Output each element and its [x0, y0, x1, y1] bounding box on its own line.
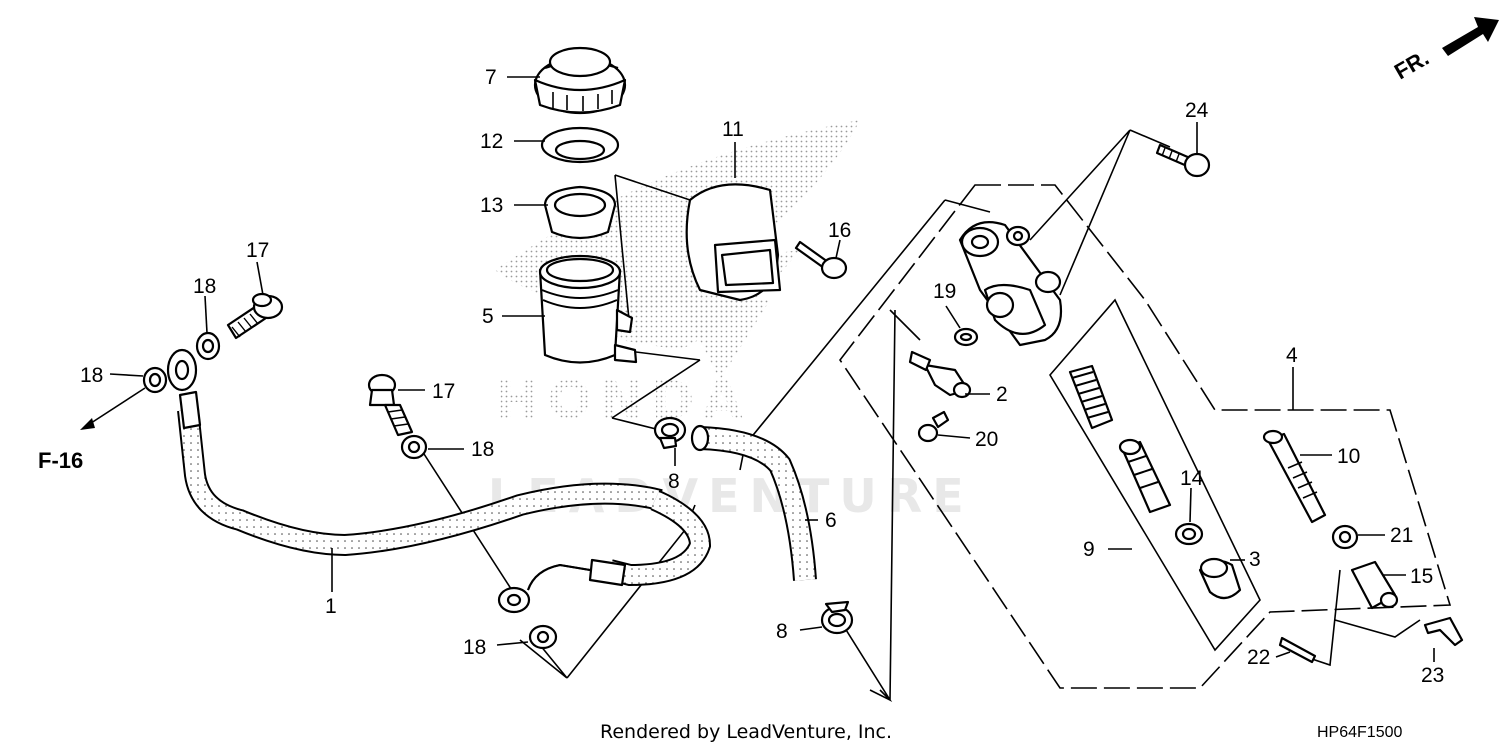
callout-11[interactable]: 11	[722, 118, 744, 141]
diaphragm-part[interactable]	[543, 185, 617, 240]
callout-24[interactable]: 24	[1185, 99, 1209, 122]
sealing-washer-a-part[interactable]	[195, 331, 221, 361]
hose-clip-lower-part[interactable]	[820, 600, 854, 635]
piston-part[interactable]	[1118, 438, 1172, 514]
master-cylinder-body-part[interactable]	[958, 221, 1063, 347]
o-ring-part[interactable]	[953, 327, 979, 347]
reference-arrow	[80, 387, 146, 430]
callout-2[interactable]: 2	[996, 383, 1008, 406]
callout-13[interactable]: 13	[480, 194, 503, 217]
banjo-bolt-lower-part[interactable]	[367, 373, 414, 437]
sealing-washer-c-part[interactable]	[400, 434, 428, 460]
callout-18-mid[interactable]: 18	[471, 438, 494, 461]
callout-9[interactable]: 9	[1083, 538, 1095, 561]
callout-4[interactable]: 4	[1286, 344, 1298, 367]
retaining-clip-part[interactable]	[1423, 616, 1464, 647]
brake-hose-part[interactable]	[166, 348, 712, 614]
callout-21[interactable]: 21	[1390, 524, 1413, 547]
front-direction-arrow: FR.	[1390, 17, 1499, 84]
spring-part[interactable]	[1068, 364, 1114, 430]
piston-kit-outline	[1049, 298, 1261, 652]
diaphragm-plate-part[interactable]	[540, 126, 620, 164]
callout-8-lower[interactable]: 8	[776, 620, 788, 643]
callout-1[interactable]: 1	[325, 595, 337, 618]
piston-cup-part[interactable]	[1174, 522, 1204, 546]
push-rod-part[interactable]	[1262, 429, 1327, 524]
hose-joint-part[interactable]	[908, 350, 972, 399]
callouts: 7 12 13 11 5 16 17 18 18 17 18 8 1 18 6 …	[80, 66, 1444, 687]
banjo-bolt-upper-part[interactable]	[226, 292, 284, 340]
mounting-bolt-part[interactable]	[1155, 143, 1211, 178]
callout-19[interactable]: 19	[933, 280, 956, 303]
callout-6[interactable]: 6	[825, 509, 837, 532]
callout-18-lower[interactable]: 18	[463, 636, 486, 659]
callout-17-mid[interactable]: 17	[432, 380, 455, 403]
callout-23[interactable]: 23	[1421, 664, 1444, 687]
callout-10[interactable]: 10	[1337, 445, 1360, 468]
front-direction-label: FR.	[1390, 45, 1433, 84]
svg-text:HONDA: HONDA	[496, 371, 751, 431]
callout-3[interactable]: 3	[1249, 548, 1261, 571]
sealing-washer-b-part[interactable]	[142, 366, 168, 394]
callout-17-upper[interactable]: 17	[246, 239, 269, 262]
reservoir-cover-part[interactable]	[685, 183, 782, 302]
diagram-code: HP64F1500	[1317, 724, 1402, 741]
cover-bolt-part[interactable]	[794, 240, 848, 280]
callout-14[interactable]: 14	[1180, 467, 1204, 490]
assembly-outline-dashed	[839, 184, 1452, 689]
boot-part[interactable]	[1198, 557, 1242, 600]
callout-15[interactable]: 15	[1410, 565, 1433, 588]
callout-16[interactable]: 16	[828, 219, 851, 242]
credit-text: Rendered by LeadVenture, Inc.	[600, 721, 892, 743]
lock-nut-part[interactable]	[1331, 524, 1359, 550]
sealing-washer-d-part[interactable]	[528, 624, 558, 650]
callout-8-upper[interactable]: 8	[668, 470, 680, 493]
callout-18-upper[interactable]: 18	[193, 275, 216, 298]
reservoir-part[interactable]	[538, 254, 638, 364]
callout-20[interactable]: 20	[975, 428, 998, 451]
reservoir-hose-part[interactable]	[690, 424, 817, 581]
cotter-pin-part[interactable]	[1278, 636, 1317, 664]
callout-18-left[interactable]: 18	[80, 364, 103, 387]
joint-screw-part[interactable]	[917, 410, 950, 443]
callout-7[interactable]: 7	[485, 66, 497, 89]
callout-22[interactable]: 22	[1247, 646, 1270, 669]
callout-12[interactable]: 12	[480, 130, 503, 153]
clevis-part[interactable]	[1350, 560, 1399, 610]
reservoir-cap-part[interactable]	[533, 46, 627, 115]
callout-5[interactable]: 5	[482, 305, 494, 328]
hose-clip-upper-part[interactable]	[653, 416, 687, 450]
reference-label: F-16	[38, 448, 83, 473]
